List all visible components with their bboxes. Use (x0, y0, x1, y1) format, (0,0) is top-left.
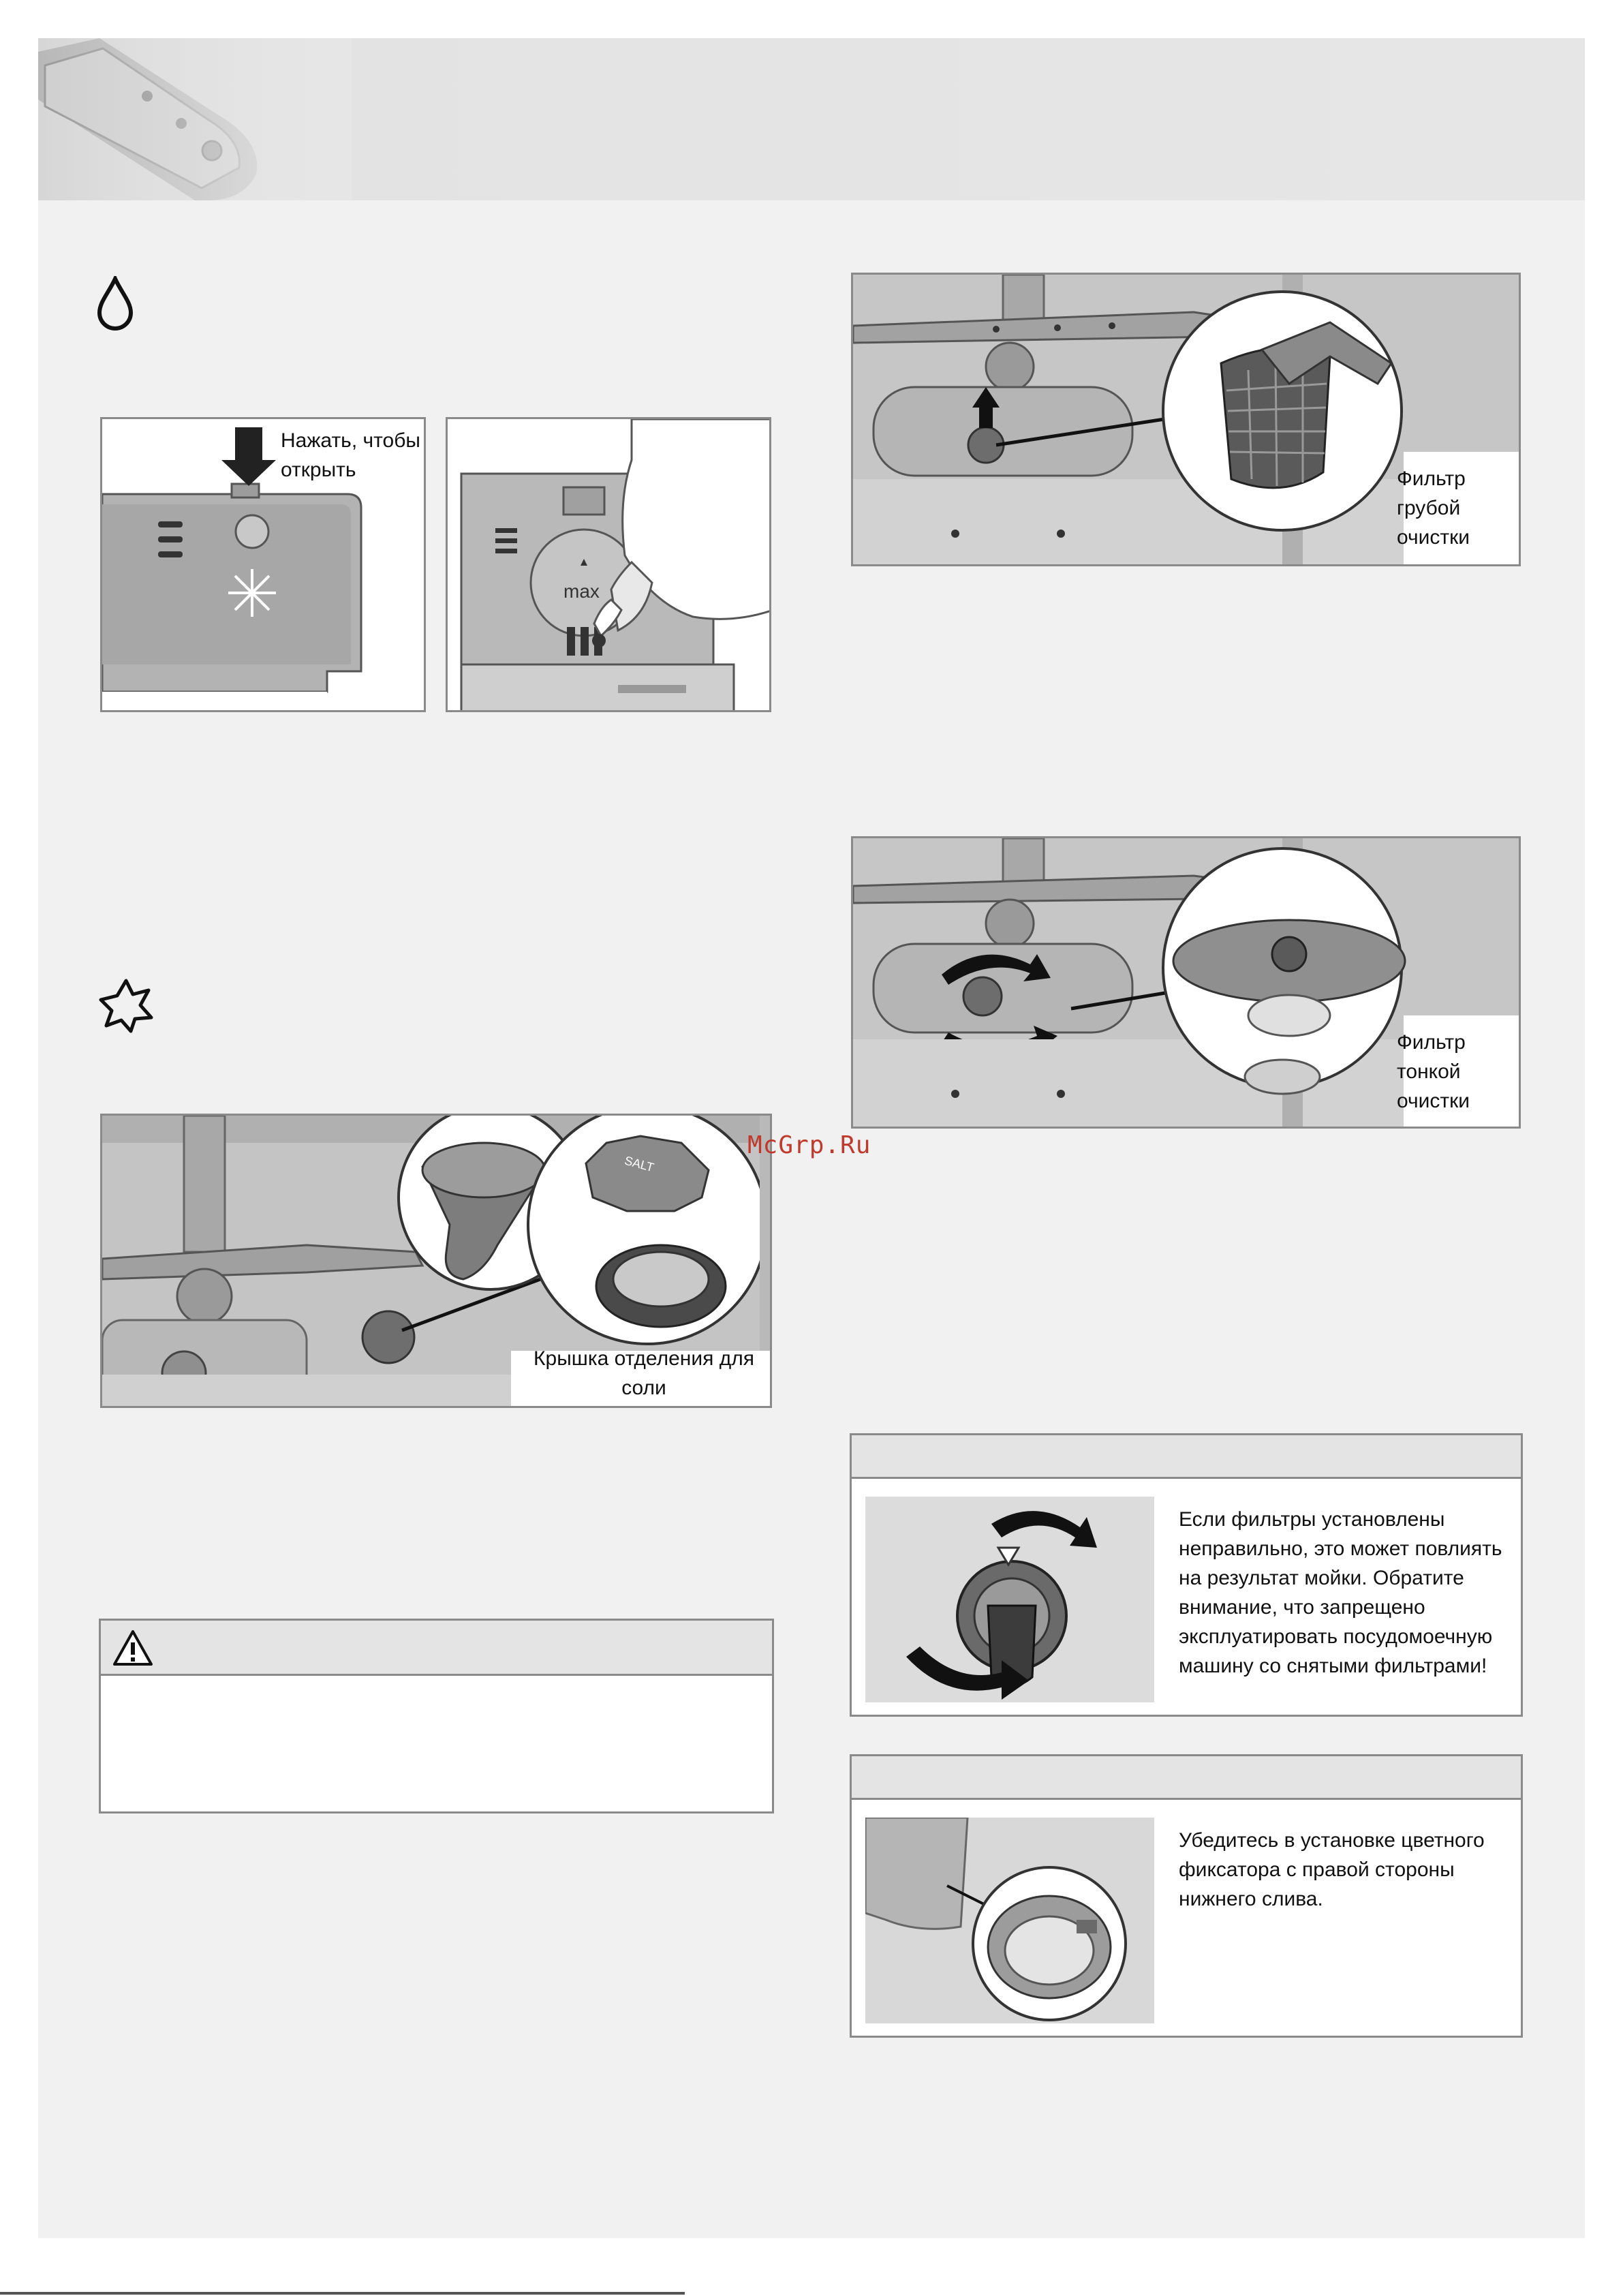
note-header-filters (852, 1435, 1521, 1479)
caption-coarse-filter: Фильтр грубой очистки (1397, 468, 1470, 549)
note-box-drain-lock: Убедитесь в установке цветного фиксатора… (850, 1754, 1523, 2038)
header-band (38, 38, 1585, 200)
figure-press-to-open: Нажать, чтобы открыть (100, 417, 426, 712)
figure-salt-compartment: SALT Крышка отделения для соли (100, 1114, 772, 1408)
fine-filter-illustration (853, 838, 1519, 1127)
caption-salt-cap: Крышка отделения для соли (534, 1347, 754, 1399)
warning-header (101, 1621, 772, 1676)
figure-fine-filter: Фильтр тонкой очистки (851, 836, 1521, 1129)
filter-rotation-illustration (865, 1497, 1154, 1702)
water-drop-icon (97, 276, 134, 331)
coarse-filter-illustration (853, 275, 1519, 564)
figure-fill-rinse-aid: max (446, 417, 771, 712)
max-label: max (563, 581, 600, 602)
note-image-drain-lock (865, 1818, 1154, 2023)
warning-triangle-icon (113, 1630, 153, 1666)
note-text-filters: Если фильтры установлены неправильно, эт… (1179, 1508, 1502, 1677)
caption-fine-filter: Фильтр тонкой очистки (1397, 1031, 1470, 1112)
warning-box (99, 1619, 774, 1813)
spray-arm-illustration (38, 38, 352, 200)
note-image-filter-rotation (865, 1497, 1154, 1702)
note-header-drain-lock (852, 1756, 1521, 1800)
figure-coarse-filter: Фильтр грубой очистки (851, 273, 1521, 566)
dispenser-lid-illustration (102, 427, 362, 710)
rinse-aid-filling-illustration: max (460, 419, 769, 710)
note-text-drain-lock: Убедитесь в установке цветного фиксатора… (1179, 1829, 1485, 1910)
sparkle-star-icon (99, 979, 153, 1033)
note-box-filters: Если фильтры установлены неправильно, эт… (850, 1433, 1523, 1717)
salt-compartment-illustration: SALT (102, 1116, 770, 1406)
footer-rule (0, 2292, 685, 2295)
caption-press-to-open: Нажать, чтобы открыть (281, 429, 420, 481)
drain-lock-illustration (865, 1818, 1154, 2023)
watermark: McGrp.Ru (747, 1131, 871, 1159)
